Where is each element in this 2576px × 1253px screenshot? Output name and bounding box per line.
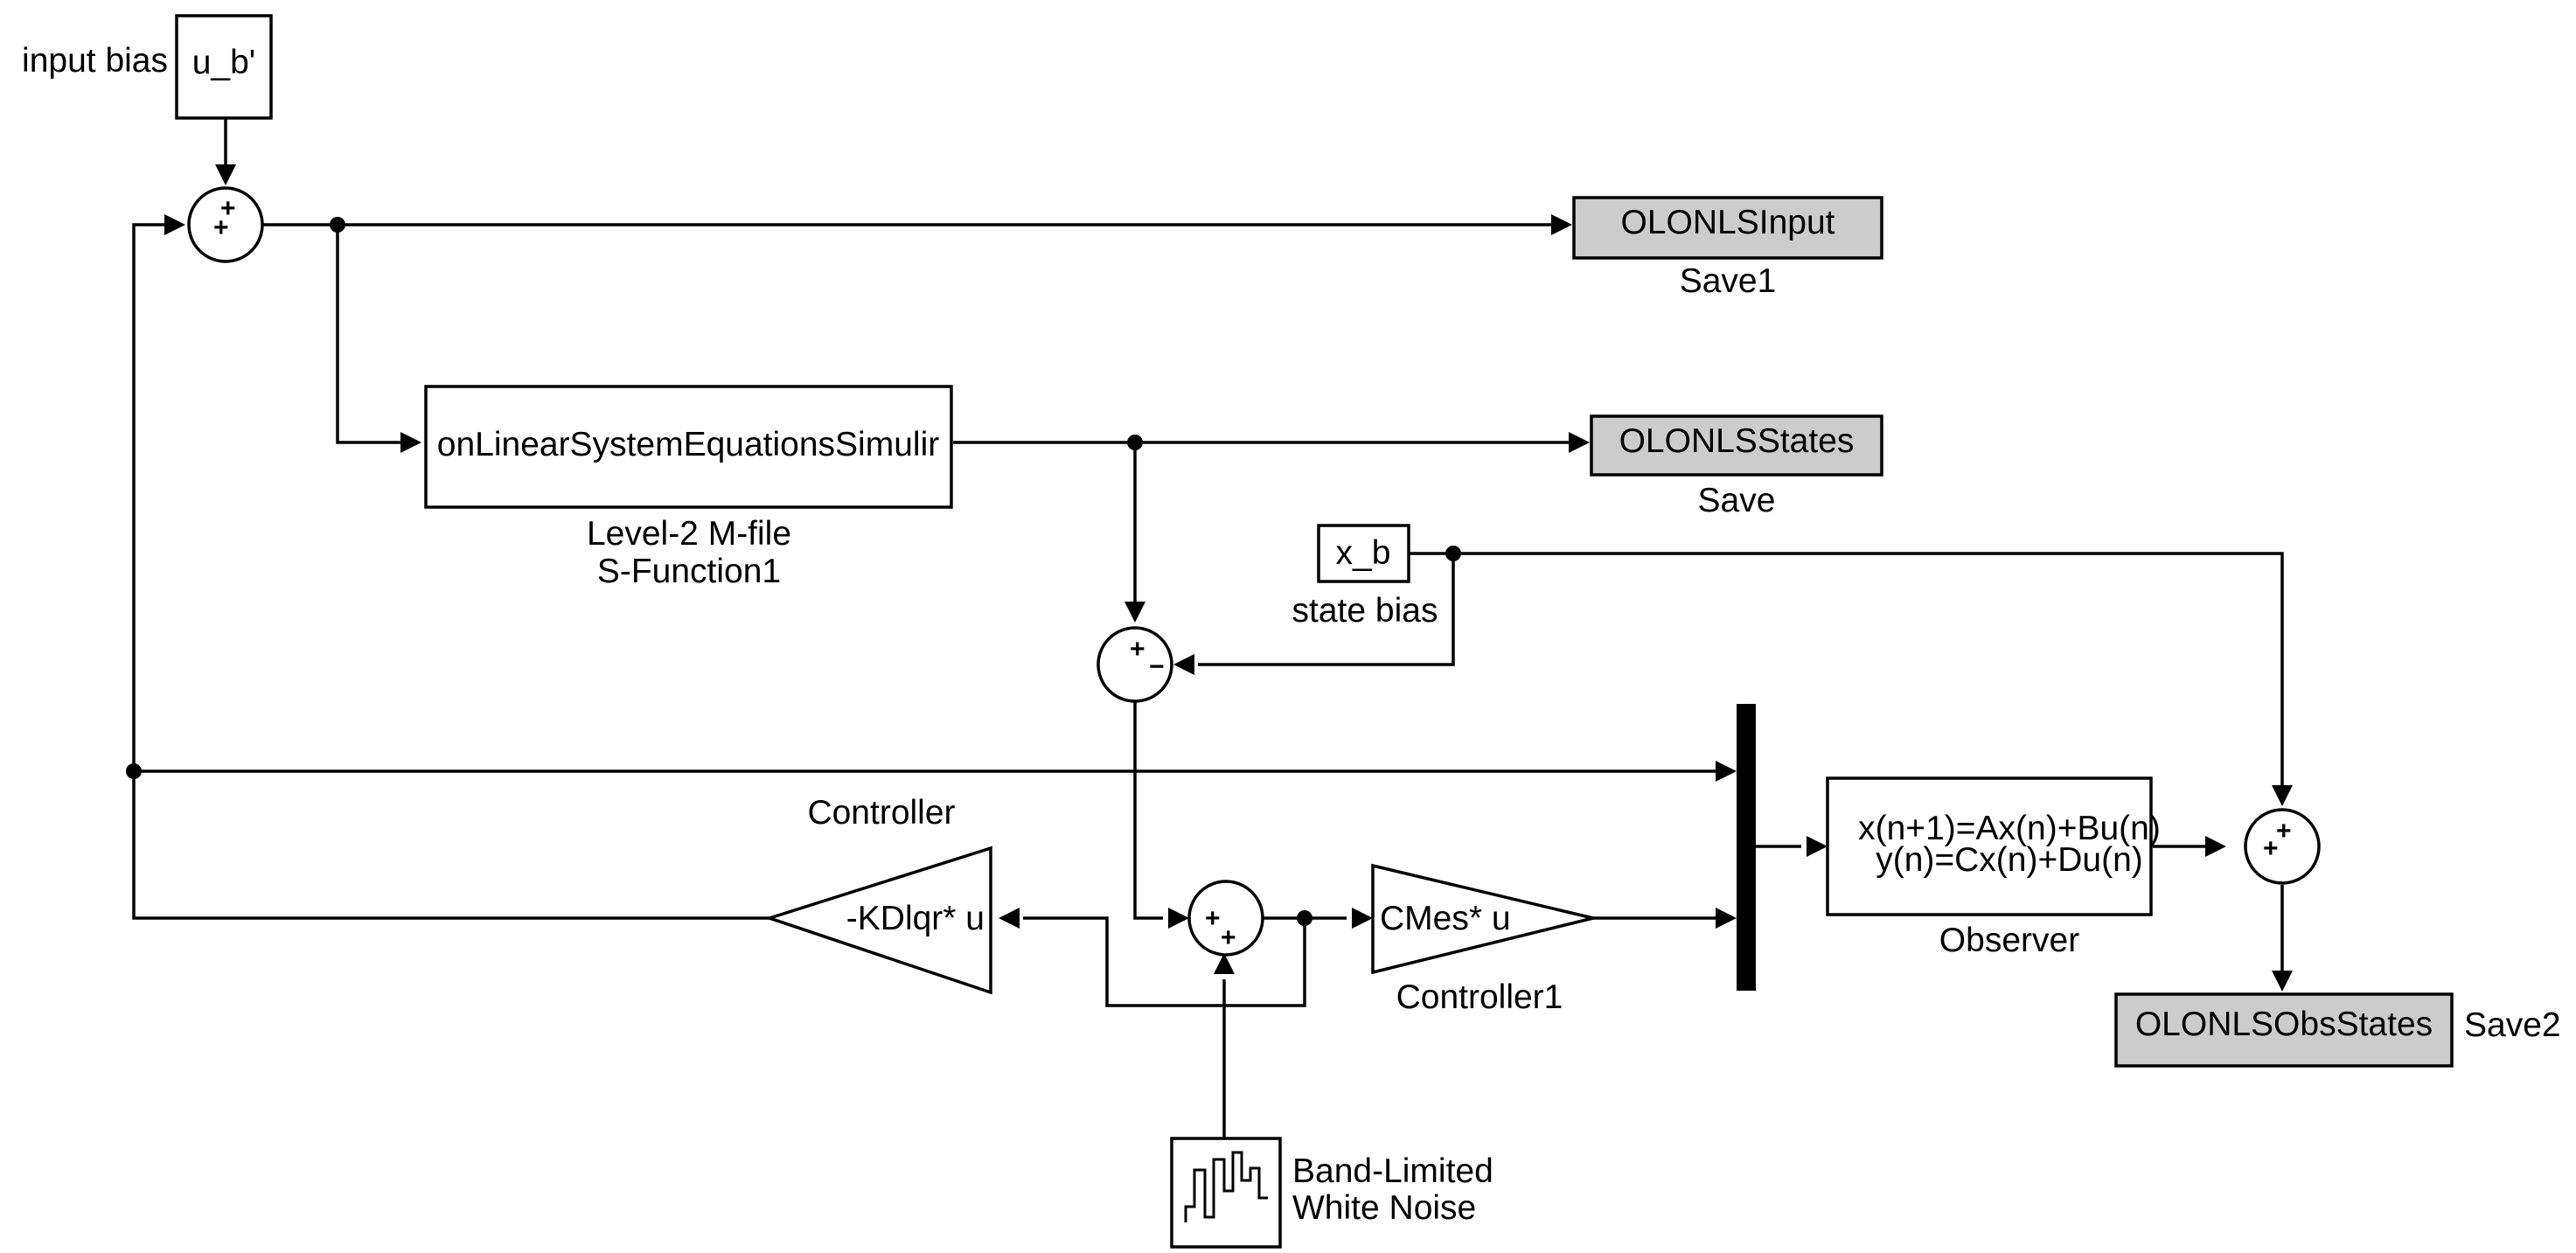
arrowhead: [1716, 908, 1737, 929]
sum-state-block[interactable]: + −: [1097, 626, 1173, 703]
arrowhead: [1124, 602, 1145, 623]
to-workspace-frame: [2114, 992, 2454, 1068]
sfunction-clip: onLinearSystemEquationsSimulir: [424, 385, 953, 509]
sum-observer-block[interactable]: + +: [2244, 808, 2321, 885]
input-bias-label: input bias: [22, 42, 168, 80]
arrowhead: [1214, 953, 1235, 974]
sum-sign-bottom: +: [1221, 923, 1236, 952]
branch-point: [126, 763, 142, 779]
white-noise-block[interactable]: Band-Limited White Noise: [1170, 1137, 1493, 1249]
controller1-gain-value: CMes* u: [1380, 900, 1511, 937]
sfunction-label-line1: Level-2 M-file: [587, 515, 791, 553]
controller1-label: Controller1: [1396, 978, 1563, 1016]
arrowhead: [1807, 836, 1828, 857]
controller-gain-value: -KDlqr* u: [846, 900, 985, 937]
branch-point: [330, 217, 345, 233]
sfunction-block[interactable]: onLinearSystemEquationsSimulir Level-2 M…: [424, 385, 953, 590]
branch-point: [1127, 435, 1143, 450]
wire-state-bias-to-observer-sum: [1409, 552, 2284, 787]
gain-triangle: [764, 846, 992, 995]
input-bias-block[interactable]: u_b' input bias: [22, 14, 273, 120]
signal-wires: [132, 118, 2284, 1138]
sum-sign-top: +: [1130, 635, 1145, 664]
state-bias-label: state bias: [1292, 592, 1438, 630]
arrowhead: [1173, 654, 1194, 675]
sfunction-name: onLinearSystemEquationsSimulir: [437, 426, 939, 463]
noise-waveform-icon: [1184, 1151, 1268, 1222]
to-workspace-frame: [1590, 414, 1883, 477]
save-block[interactable]: OLONLSStates Save: [1590, 414, 1883, 519]
controller1-gain-block[interactable]: CMes* u Controller1: [1371, 863, 1594, 1016]
save-label: Save: [1698, 482, 1776, 519]
input-bias-value: u_b': [192, 44, 256, 81]
sum-circle: [2244, 808, 2321, 885]
to-workspace-frame: [1572, 196, 1883, 260]
constant-block-frame: [1317, 524, 1410, 583]
wire-branch-to-sfunction: [336, 225, 404, 444]
constant-block-frame: [175, 14, 273, 120]
sfunction-frame: [424, 385, 953, 509]
sum-sign-top: +: [2276, 817, 2292, 846]
save2-block[interactable]: OLONLSObsStates Save2: [2114, 992, 2561, 1068]
controller-gain-block[interactable]: -KDlqr* u Controller: [764, 794, 992, 995]
arrowhead: [1716, 761, 1737, 782]
arrowhead: [2272, 971, 2293, 992]
sum-sign-left: +: [213, 213, 229, 242]
sfunction-label-line2: S-Function1: [597, 553, 781, 590]
wire-controller-to-input-sum: [132, 223, 769, 920]
arrowhead: [1168, 908, 1189, 929]
observer-state-equation: x(n+1)=Ax(n)+Bu(n): [1858, 810, 2161, 847]
wire-feedback-to-controller: [1023, 916, 1306, 1007]
sum-sign-right: −: [1149, 652, 1165, 681]
observer-block[interactable]: x(n+1)=Ax(n)+Bu(n) y(n)=Cx(n)+Du(n) Obse…: [1826, 776, 2161, 959]
save2-label: Save2: [2464, 1006, 2561, 1044]
observer-output-equation: y(n)=Cx(n)+Du(n): [1876, 841, 2143, 879]
arrowheads: [164, 164, 2293, 992]
save2-variable: OLONLSObsStates: [2135, 1006, 2433, 1043]
arrowhead: [2205, 836, 2226, 857]
wire-state-bias-to-state-sum: [1198, 553, 1455, 666]
branch-points: [126, 217, 1461, 926]
mux-block[interactable]: [1737, 704, 1756, 991]
arrowhead: [164, 214, 185, 235]
branch-point: [1445, 546, 1461, 561]
controller-label: Controller: [807, 794, 955, 832]
state-bias-value: x_b: [1336, 534, 1391, 572]
sum-circle: [1187, 880, 1264, 957]
state-bias-block[interactable]: x_b state bias: [1292, 524, 1438, 630]
save-variable: OLONLSStates: [1619, 422, 1855, 460]
noise-label-line1: Band-Limited: [1292, 1152, 1493, 1190]
arrowhead: [1569, 432, 1590, 453]
branch-point: [1297, 910, 1312, 926]
arrowhead: [1352, 908, 1373, 929]
observer-label: Observer: [1939, 922, 2079, 959]
arrowhead: [400, 432, 421, 453]
arrowhead: [1551, 214, 1572, 235]
gain-triangle: [1371, 863, 1594, 975]
sum-input-block[interactable]: + +: [187, 186, 264, 263]
arrowhead: [999, 908, 1020, 929]
noise-source-frame: [1170, 1137, 1282, 1249]
sum-circle: [187, 186, 264, 263]
sum-sign-left: +: [2263, 834, 2279, 863]
arrowhead: [2272, 785, 2293, 806]
save1-variable: OLONLSInput: [1621, 204, 1835, 241]
sum-sign-top: +: [220, 194, 236, 223]
wire-state-sum-to-noise-sum: [1133, 701, 1163, 920]
sum-circle: [1097, 626, 1173, 703]
save1-block[interactable]: OLONLSInput Save1: [1572, 196, 1883, 300]
state-space-frame: [1826, 776, 2153, 916]
sum-noise-block[interactable]: + +: [1187, 880, 1264, 957]
arrowhead: [215, 164, 236, 185]
sum-sign-left: +: [1205, 904, 1221, 933]
save1-label: Save1: [1680, 262, 1777, 300]
noise-label-line2: White Noise: [1292, 1189, 1476, 1227]
